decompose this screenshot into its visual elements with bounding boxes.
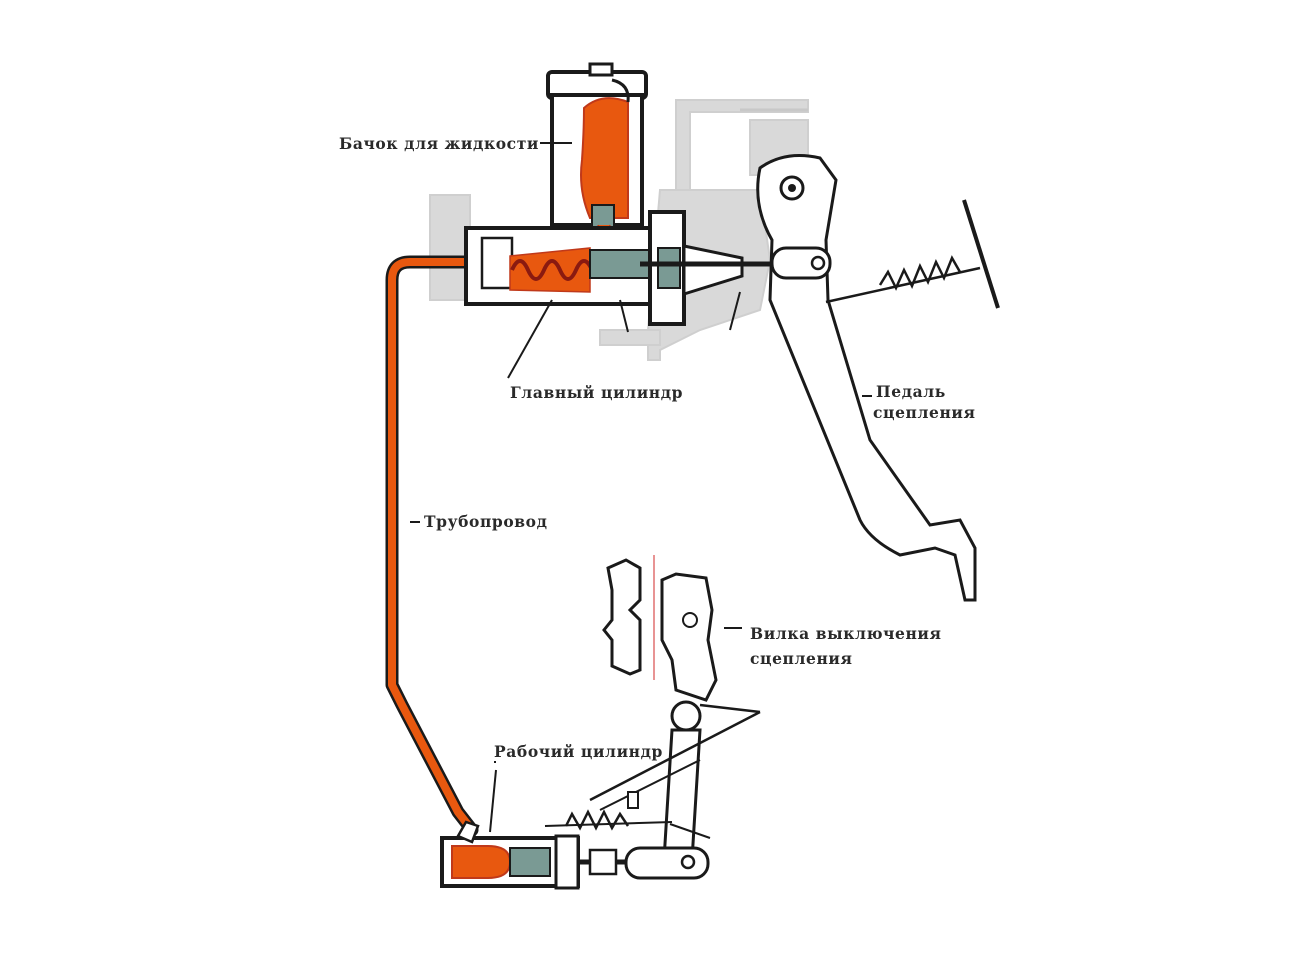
fork-label-line2: сцепления	[750, 649, 853, 668]
clutch-release-fork	[589, 555, 761, 862]
pedal-return-spring	[878, 255, 962, 291]
slave-return-spring	[564, 809, 630, 831]
leader-lines	[410, 142, 572, 833]
master-cylinder	[464, 210, 790, 333]
clutch-pedal	[756, 154, 1000, 602]
slave-cylinder	[440, 809, 710, 890]
pedal-label-line2: сцепления	[873, 403, 976, 422]
master-cylinder-label: Главный цилиндр	[510, 383, 684, 402]
slave-cylinder-label: Рабочий цилиндр	[494, 742, 663, 761]
pedal-label-line1: Педаль	[876, 382, 946, 401]
pipeline-fluid	[388, 258, 476, 834]
fork-label-line1: Вилка выключения	[750, 624, 942, 643]
pipeline-label: Трубопровод	[424, 512, 548, 531]
reservoir-label: Бачок для жидкости	[339, 134, 540, 153]
pipeline-tube	[385, 255, 479, 837]
fluid-reservoir	[546, 62, 648, 251]
